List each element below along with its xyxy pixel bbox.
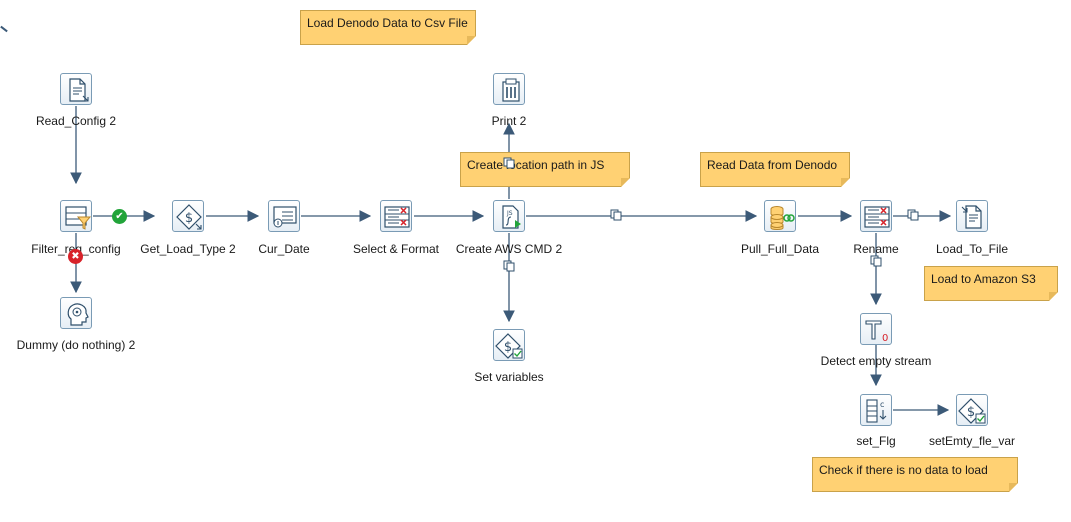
step-label: Load_To_File [935,242,1009,256]
set-variables-icon: $ [958,398,986,424]
true-result-check-icon[interactable]: ✔ [112,209,127,224]
step-filter-req-config[interactable] [60,200,92,232]
copy-rows-icon[interactable] [610,209,622,221]
svg-text:$: $ [967,405,975,420]
note-read-denodo[interactable]: Read Data from Denodo [700,152,850,187]
svg-text:c: c [880,400,884,409]
step-set-empty-file-var[interactable]: $ [956,394,988,426]
step-select-format[interactable] [380,200,412,232]
text-file-input-icon [69,78,89,102]
step-label: Get_Load_Type 2 [140,242,236,256]
javascript-icon: JS [502,205,521,229]
copy-rows-icon[interactable] [870,255,882,267]
add-constants-icon: c [866,399,887,423]
step-rename[interactable] [860,200,892,232]
get-variables-icon: $ [176,204,202,230]
note-load-s3[interactable]: Load to Amazon S3 [924,266,1058,301]
note-check-empty-text: Check if there is no data to load [819,463,988,477]
svg-text:$: $ [185,211,193,226]
svg-text:$: $ [504,340,512,355]
step-set-variables[interactable]: $ [493,329,525,361]
system-info-icon [273,206,297,228]
note-create-location[interactable]: Create location path in JS [460,152,630,187]
note-fold [841,178,850,187]
step-dummy[interactable] [60,297,92,329]
step-label: Pull_Full_Data [740,242,820,256]
step-label: Detect empty stream [820,354,932,368]
step-set-flg[interactable]: c [860,394,892,426]
note-load-s3-text: Load to Amazon S3 [931,272,1036,286]
note-read-denodo-text: Read Data from Denodo [707,158,838,172]
note-fold [467,36,476,45]
step-read-config[interactable] [60,73,92,105]
select-values-icon [384,206,410,228]
step-label: Select & Format [352,242,440,256]
step-label: Cur_Date [258,242,310,256]
table-input-icon [770,206,795,230]
detect-empty-stream-icon: 0 [865,320,888,344]
set-variables-icon: $ [495,333,523,359]
note-load-denodo-text: Load Denodo Data to Csv File [307,16,468,30]
step-label: Dummy (do nothing) 2 [16,338,136,352]
select-values-icon [864,206,890,228]
step-label: Read_Config 2 [35,114,117,128]
svg-text:JS: JS [506,210,513,217]
false-result-error-icon[interactable]: ✖ [68,249,83,264]
note-fold [621,178,630,187]
step-pull-full-data[interactable] [764,200,796,232]
step-detect-empty-stream[interactable]: 0 [860,313,892,345]
step-cur-date[interactable] [268,200,300,232]
step-print[interactable] [493,73,525,105]
copy-rows-icon[interactable] [907,209,919,221]
svg-text:0: 0 [882,333,888,344]
dummy-head-icon [67,303,89,326]
step-label: Create AWS CMD 2 [455,242,563,256]
step-get-load-type[interactable]: $ [172,200,204,232]
copy-rows-icon[interactable] [503,260,515,272]
write-to-log-icon [502,78,520,102]
note-fold [1009,483,1018,492]
note-load-denodo[interactable]: Load Denodo Data to Csv File [300,10,476,45]
note-check-empty[interactable]: Check if there is no data to load [812,457,1018,492]
note-fold [1049,292,1058,301]
text-file-output-icon [961,205,982,229]
note-create-location-text: Create location path in JS [467,158,605,172]
step-label: Print 2 [491,114,527,128]
step-label: set_Flg [856,434,896,448]
filter-rows-icon [65,206,92,230]
step-create-aws-cmd[interactable]: JS [493,200,525,232]
step-label: Rename [853,242,899,256]
step-label: Set variables [474,370,544,384]
step-label: setEmty_fle_var [928,434,1016,448]
step-load-to-file[interactable] [956,200,988,232]
copy-rows-icon[interactable] [503,157,515,169]
